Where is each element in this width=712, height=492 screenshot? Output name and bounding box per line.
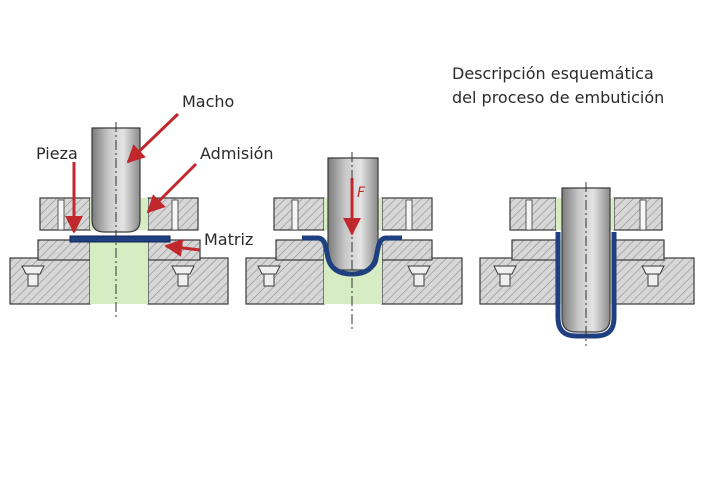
- arrow-die: [164, 238, 201, 257]
- die-plate-left-2: [245, 239, 325, 305]
- die-cavity-1: [90, 240, 148, 304]
- die-plate-right-2: [381, 239, 463, 305]
- diagram-title-line-2: del proceso de embutición: [452, 88, 665, 107]
- label-punch: Macho: [182, 92, 235, 111]
- die-plate-left-3: [479, 239, 557, 305]
- arrow-punch: [126, 112, 180, 164]
- stage-2-drawing: [245, 152, 463, 330]
- die-plate-right-3: [613, 239, 695, 305]
- diagram-title-line-1: Descripción esquemática: [452, 64, 654, 83]
- label-workpiece: Pieza: [36, 144, 78, 163]
- die-plate-left-1: [9, 239, 91, 305]
- sheet-blank-1: [69, 235, 171, 243]
- label-die: Matriz: [204, 230, 254, 249]
- stage-3-finished: [479, 182, 695, 346]
- arrow-holder: [146, 162, 198, 214]
- label-holder: Admisión: [200, 144, 274, 163]
- stage-1-initial: [9, 112, 229, 318]
- label-force: F: [357, 185, 366, 201]
- die-plate-right-1: [147, 239, 229, 305]
